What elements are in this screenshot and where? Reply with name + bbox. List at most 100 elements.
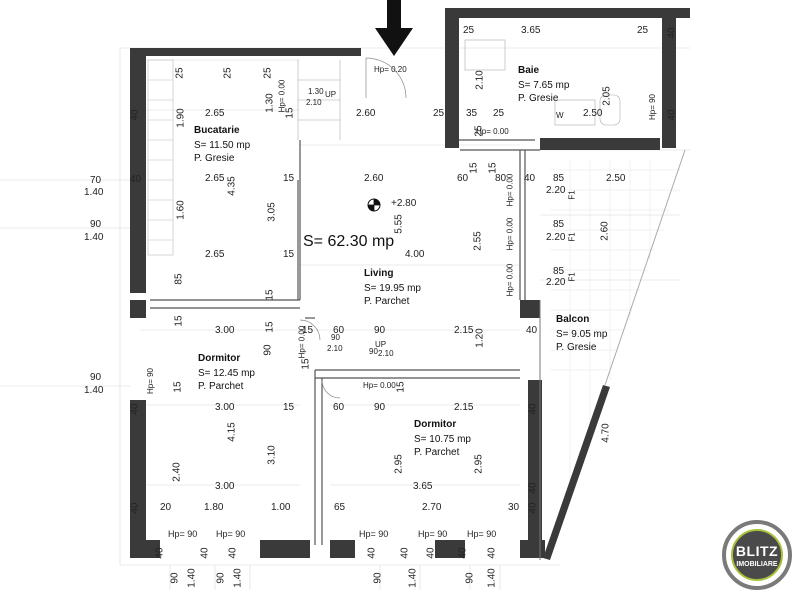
dim-label: 1.40 bbox=[186, 568, 198, 588]
dim-label: 70 bbox=[90, 175, 102, 186]
dim-label: 2.10 bbox=[306, 98, 322, 107]
dim-label: 3.00 bbox=[215, 481, 235, 492]
dim-label: 85 bbox=[553, 266, 565, 277]
dim-label: 1.40 bbox=[84, 187, 104, 198]
hp-label-bottom-3: Hp= 90 bbox=[359, 529, 389, 539]
thin-partitions bbox=[150, 139, 540, 545]
dim-label: 1.40 bbox=[407, 568, 419, 588]
f1-label-1: F1 bbox=[567, 190, 577, 200]
dim-label: 2.65 bbox=[205, 173, 225, 184]
level-marker-icon bbox=[367, 198, 381, 212]
dim-label: 2.40 bbox=[171, 462, 183, 482]
hp-label-entry: Hp= 0.20 bbox=[374, 65, 407, 74]
dim-label: 4.35 bbox=[226, 176, 238, 196]
dim-label: 1.30 bbox=[308, 87, 324, 96]
up-label-entry: UP bbox=[325, 90, 337, 99]
dim-label: 90 bbox=[215, 572, 227, 584]
dim-label: 1.40 bbox=[84, 232, 104, 243]
dim-label: 2.20 bbox=[546, 232, 566, 243]
dim-label: 40 bbox=[154, 547, 166, 559]
dim-label: 40 bbox=[666, 27, 678, 39]
dim-label: 15 bbox=[173, 315, 185, 327]
room-name-dormitor-2: Dormitor bbox=[414, 419, 457, 430]
dim-label: 2.10 bbox=[327, 344, 343, 353]
dim-label: 3.65 bbox=[521, 25, 541, 36]
hp-label-dormitor1-left: Hp= 90 bbox=[146, 367, 156, 395]
room-floor-balcon: P. Gresie bbox=[556, 342, 597, 353]
dim-label: 90 bbox=[331, 333, 340, 342]
room-name-balcon: Balcon bbox=[556, 314, 590, 325]
dim-label: 1.60 bbox=[175, 200, 187, 220]
dim-label: 40 bbox=[129, 502, 141, 514]
dim-label: 4.00 bbox=[405, 249, 425, 260]
dim-label: 15 bbox=[300, 358, 312, 370]
dim-label: 2.55 bbox=[472, 231, 484, 251]
room-floor-bucatarie: P. Gresie bbox=[194, 153, 235, 164]
dim-label: 40 bbox=[486, 547, 498, 559]
dim-label: 2.65 bbox=[205, 108, 225, 119]
dim-label: 3.00 bbox=[215, 325, 235, 336]
room-area-living: S= 19.95 mp bbox=[364, 283, 421, 294]
dim-label: 1.30 bbox=[264, 93, 276, 113]
kitchen-counter bbox=[147, 59, 174, 256]
f1-label-2: F1 bbox=[567, 232, 577, 242]
dim-label: 40 bbox=[666, 109, 678, 121]
dim-label: 15 bbox=[395, 381, 407, 393]
dim-label: 2.60 bbox=[364, 173, 384, 184]
dim-label: 40 bbox=[129, 403, 141, 415]
dim-label: 40 bbox=[199, 547, 211, 559]
hp-label-dormitor-door: Hp= 0.00 bbox=[363, 381, 396, 390]
room-name-dormitor-1: Dormitor bbox=[198, 353, 241, 364]
dim-label: 15 bbox=[172, 381, 184, 393]
room-floor-baie: P. Gresie bbox=[518, 93, 559, 104]
dim-label: 2.10 bbox=[378, 349, 394, 358]
room-floor-dormitor-1: P. Parchet bbox=[198, 381, 244, 392]
hp-label-bath: Hp= 0.00 bbox=[476, 127, 509, 136]
dim-label: 3.05 bbox=[266, 202, 278, 222]
dim-label: 40 bbox=[457, 547, 469, 559]
exterior-walls bbox=[130, 8, 690, 558]
dim-label: 15 bbox=[283, 173, 295, 184]
dim-label: 40 bbox=[366, 547, 378, 559]
hp-label-bath-right: Hp= 90 bbox=[648, 93, 658, 121]
dim-label: 2.70 bbox=[422, 502, 442, 513]
entrance-arrow-icon bbox=[375, 0, 413, 56]
dim-label: 1.80 bbox=[204, 502, 224, 513]
f1-label-3: F1 bbox=[567, 272, 577, 282]
hp-label-bottom-2: Hp= 90 bbox=[216, 529, 246, 539]
dim-label: 35 bbox=[466, 108, 478, 119]
logo-text-line1: BLITZ bbox=[735, 543, 779, 559]
dim-label: 40 bbox=[526, 325, 538, 336]
dim-label: 25 bbox=[174, 67, 186, 79]
dim-label: 2.50 bbox=[583, 108, 603, 119]
hp-label-living-2: Hp= 0.00 bbox=[505, 217, 515, 251]
dim-label: 20 bbox=[160, 502, 172, 513]
dim-label: 2.20 bbox=[546, 185, 566, 196]
balcony-tiles bbox=[550, 160, 680, 500]
room-floor-living: P. Parchet bbox=[364, 296, 410, 307]
dim-label: 15 bbox=[487, 162, 499, 174]
dim-label: 2.10 bbox=[474, 70, 486, 90]
dim-label: 90 bbox=[262, 344, 274, 356]
dim-label: 3.10 bbox=[266, 445, 278, 465]
room-area-dormitor-2: S= 10.75 mp bbox=[414, 434, 471, 445]
dim-label: 40 bbox=[527, 502, 539, 514]
dim-label: 2.60 bbox=[356, 108, 376, 119]
dim-label: 25 bbox=[433, 108, 445, 119]
dim-label: 2.20 bbox=[546, 277, 566, 288]
dim-label: 60 bbox=[333, 402, 345, 413]
room-floor-dormitor-2: P. Parchet bbox=[414, 447, 460, 458]
dim-label: 15 bbox=[283, 402, 295, 413]
dim-label: 2.15 bbox=[454, 325, 474, 336]
dim-label: 40 bbox=[524, 173, 536, 184]
hp-label-bottom-5: Hp= 90 bbox=[467, 529, 497, 539]
dim-label: 2.50 bbox=[606, 173, 626, 184]
dim-label: 15 bbox=[283, 249, 295, 260]
dim-label: 15 bbox=[302, 325, 314, 336]
room-area-baie: S= 7.65 mp bbox=[518, 80, 570, 91]
room-name-living: Living bbox=[364, 268, 394, 279]
door-swings bbox=[299, 57, 407, 399]
room-area-balcon: S= 9.05 mp bbox=[556, 329, 608, 340]
total-area: S= 62.30 mp bbox=[303, 233, 395, 250]
